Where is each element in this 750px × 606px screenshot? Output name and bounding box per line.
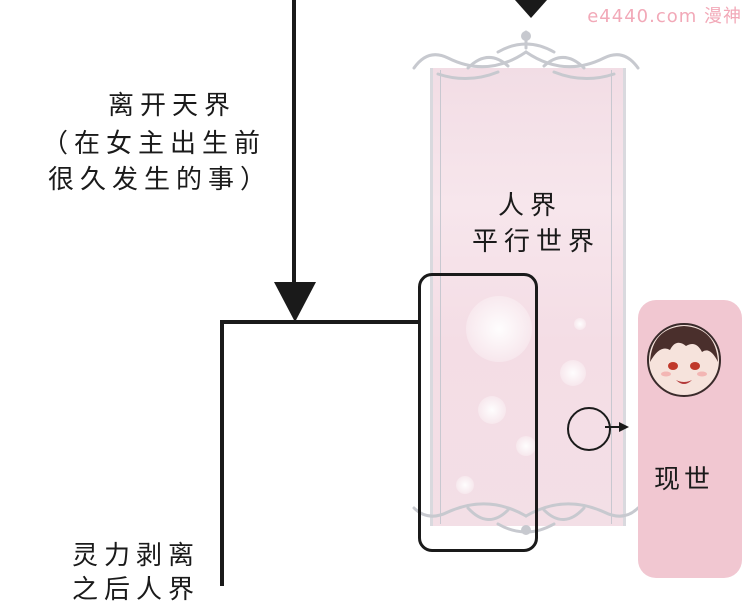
watermark-text: e4440.com 漫神 <box>587 6 742 27</box>
light-orb <box>466 296 532 362</box>
caption-human-realm-after: 之后人界 <box>72 575 201 605</box>
light-orb <box>574 318 586 330</box>
arrow-down-icon <box>274 282 316 322</box>
realm-label-parallel-world: 平行世界 <box>472 227 601 257</box>
caption-spirit-stripped: 灵力剥离 <box>72 541 201 571</box>
light-orb <box>478 396 506 424</box>
caption-leave-heaven: 离开天界 <box>108 91 237 121</box>
caption-before-heroine: （在女主出生前 <box>42 129 267 159</box>
flow-line-top-vertical <box>292 0 296 290</box>
character-avatar <box>647 323 721 397</box>
realm-label-human: 人界 <box>498 191 563 221</box>
arrow-down-top-icon <box>515 0 547 18</box>
ornament-bottom-icon <box>412 502 640 535</box>
highlight-box <box>418 273 538 552</box>
arrow-right-icon <box>605 422 629 432</box>
current-position-marker <box>567 407 611 451</box>
light-orb <box>456 476 474 494</box>
light-orb <box>516 436 536 456</box>
ornament-top-icon <box>412 30 640 80</box>
light-orb <box>560 360 586 386</box>
realm-pillar-inner-border <box>440 70 612 524</box>
card-label-reality: 现世 <box>654 465 715 495</box>
flow-line-horizontal <box>220 320 420 324</box>
caption-long-ago: 很久发生的事） <box>48 165 273 195</box>
flow-line-left-vertical <box>220 320 224 586</box>
